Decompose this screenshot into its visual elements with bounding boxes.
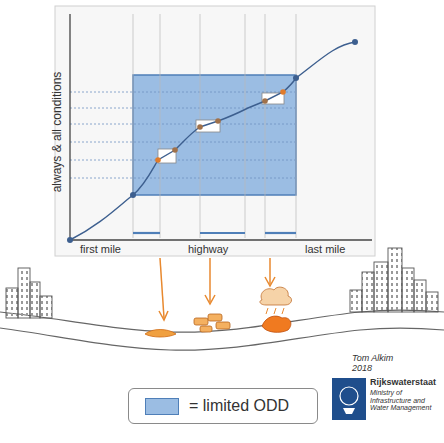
logo-text: Ministry of Infrastructure and Water Man…	[370, 389, 442, 412]
odd-region	[133, 75, 296, 195]
axis-label: highway	[188, 243, 228, 255]
road-hazard	[145, 330, 176, 338]
right-city	[350, 248, 438, 312]
ministry-logo	[332, 378, 366, 420]
legend-entry: = limited ODD	[145, 397, 289, 415]
signature: Tom Alkim 2018	[352, 354, 400, 374]
road	[0, 310, 444, 350]
x-axis	[70, 239, 372, 240]
vertical-guides	[133, 14, 296, 238]
left-city	[6, 268, 52, 318]
capability-curve	[70, 42, 355, 240]
logo-text: Rijkswaterstaat	[370, 378, 442, 388]
chart-panel	[55, 6, 375, 256]
legend-text: = limited ODD	[189, 397, 289, 415]
coverage-dashes	[133, 232, 296, 234]
grid-lines	[70, 92, 296, 178]
legend-box: = limited ODD	[128, 388, 318, 424]
axis-label: last mile	[305, 243, 345, 255]
axis-label: always & all conditions	[51, 72, 64, 193]
axis-label: first mile	[80, 243, 121, 255]
storm	[260, 287, 292, 332]
step-boxes	[158, 93, 284, 163]
pointer-arrows	[159, 258, 275, 320]
y-axis	[69, 14, 70, 240]
traffic-jam	[194, 314, 230, 332]
legend-swatch	[145, 398, 179, 415]
curve-points	[67, 39, 358, 243]
